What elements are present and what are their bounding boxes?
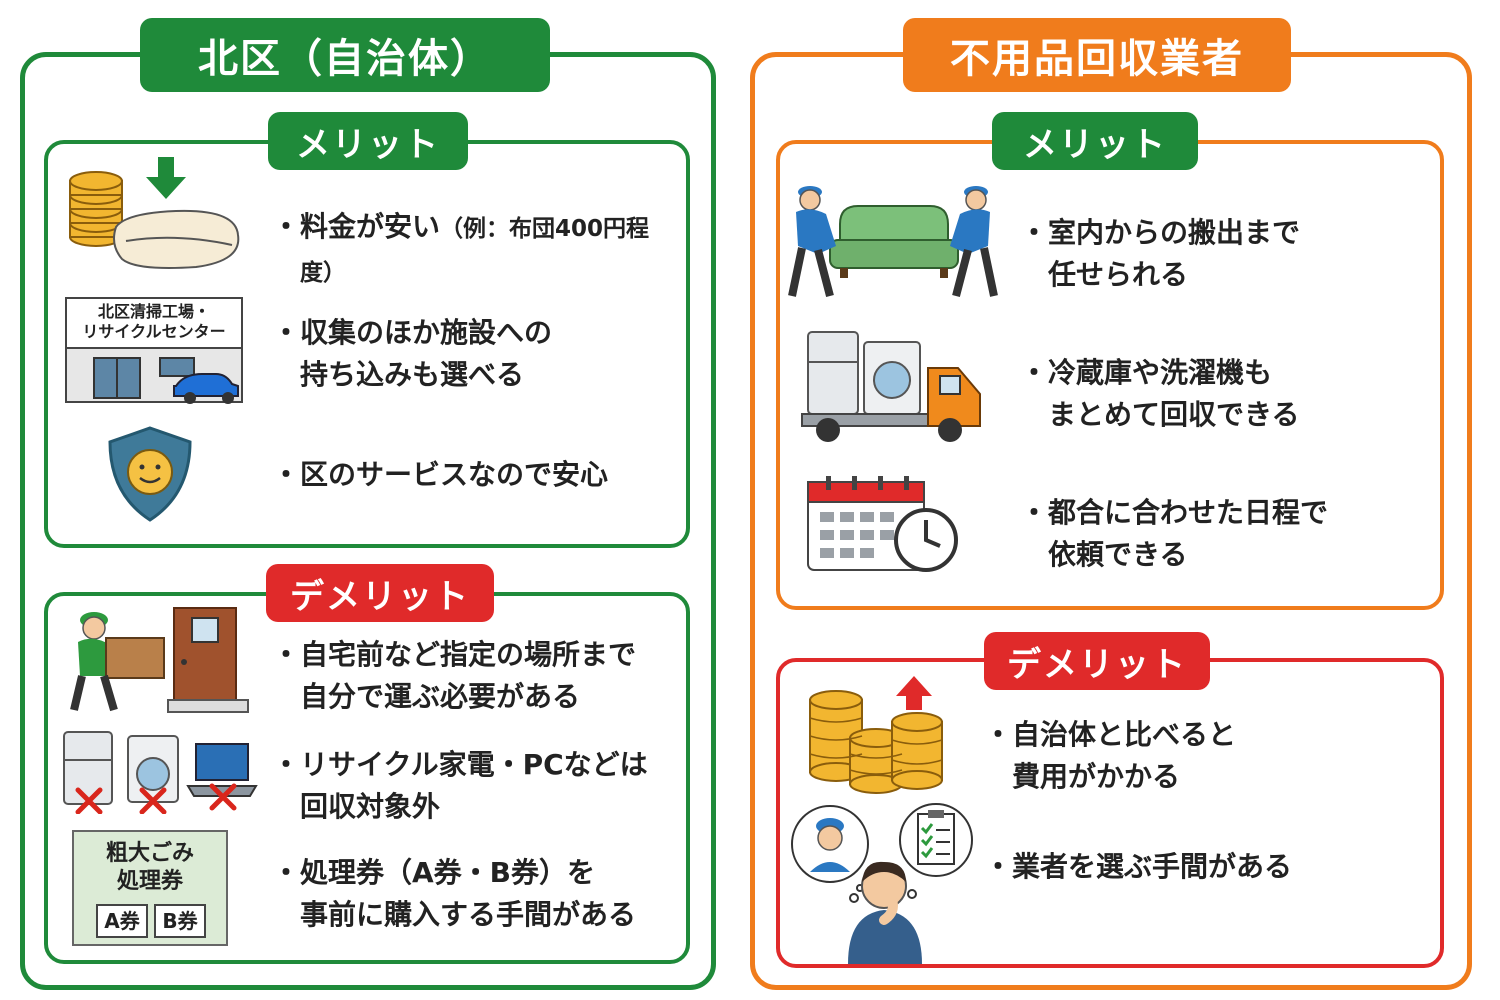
demerit-item-ticket: 処理券（A券・B券）を 事前に購入する手間がある: [300, 856, 637, 931]
coins-futon-icon: [69, 157, 240, 269]
thinking-person-icon: [791, 803, 973, 964]
collector-merit-item-carryout: 室内からの搬出まで 任せられる: [1048, 216, 1301, 291]
kita-demerit-label: デメリット: [266, 564, 494, 622]
collector-title: 不用品回収業者: [903, 18, 1291, 92]
bullet-glyph: ・: [272, 748, 301, 781]
carry-box-door-icon: [70, 607, 249, 713]
appliances-excluded-icon: [63, 731, 258, 814]
movers-sofa-icon: [788, 186, 998, 298]
collector-demerit-item-choose: 業者を選ぶ手間がある: [1012, 850, 1293, 883]
shield-smile-icon: [108, 426, 192, 522]
bullet-glyph: ・: [1020, 496, 1049, 529]
demerit-item-carry: 自宅前など指定の場所まで 自分で運ぶ必要がある: [300, 638, 637, 713]
merit-item-cheap: 料金が安い: [300, 210, 441, 243]
bullet-glyph: ・: [1020, 216, 1049, 249]
recycle-center-icon: 北区清掃工場・ リサイクルセンター: [64, 296, 246, 406]
coins-cost-up-icon: [809, 676, 943, 794]
ticket-title: 粗大ごみ 処理券: [105, 841, 194, 894]
collector-demerit-label: デメリット: [984, 632, 1210, 690]
calendar-clock-icon: [807, 476, 958, 572]
collector-merit-item-schedule: 都合に合わせた日程で 依頼できる: [1048, 496, 1329, 571]
kita-merit-label: メリット: [268, 112, 468, 170]
collector-merit-item-appliances: 冷蔵庫や洗濯機も まとめて回収できる: [1048, 356, 1300, 431]
truck-appliances-icon: [801, 331, 981, 442]
bullet-glyph: ・: [272, 210, 301, 243]
collector-merit-label: メリット: [992, 112, 1198, 170]
kita-ward-title: 北区（自治体）: [140, 18, 550, 92]
disposal-ticket-icon: 粗大ごみ 処理券 A券 B券: [72, 830, 228, 946]
bullet-glyph: ・: [1020, 356, 1049, 389]
bullet-glyph: ・: [272, 458, 301, 491]
merit-item-safe: 区のサービスなので安心: [300, 458, 609, 491]
demerit-item-excluded: リサイクル家電・PCなどは 回収対象外: [300, 748, 648, 823]
merit-item-dropoff: 収集のほか施設への 持ち込みも選べる: [300, 316, 553, 391]
bullet-glyph: ・: [272, 856, 301, 889]
bullet-glyph: ・: [272, 638, 301, 671]
merit-item-cheap-note: （例：布団400円程度）: [300, 216, 650, 286]
facility-sign-text: 北区清掃工場・ リサイクルセンター: [82, 302, 226, 341]
bullet-glyph: ・: [272, 316, 301, 349]
ticket-b-label: B券: [154, 904, 206, 938]
bullet-glyph: ・: [984, 850, 1013, 883]
collector-demerit-item-cost: 自治体と比べると 費用がかかる: [1012, 718, 1237, 793]
ticket-a-label: A券: [96, 904, 148, 938]
bullet-glyph: ・: [984, 718, 1013, 751]
